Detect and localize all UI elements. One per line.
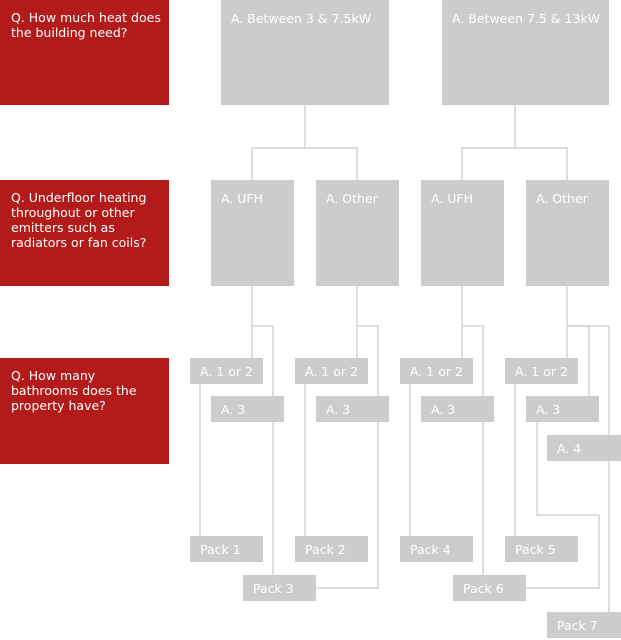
pack-1: Pack 1 [190, 536, 263, 562]
answer-bath-1or2-b: A. 1 or 2 [295, 358, 368, 384]
connector [515, 147, 568, 181]
answer-ufh-high: A. UFH [421, 180, 504, 286]
answer-other-low: A. Other [316, 180, 399, 286]
connector [462, 325, 484, 397]
question-heat: Q. How much heat does the building need? [0, 0, 169, 105]
connector [357, 325, 379, 397]
answer-ufh-low: A. UFH [211, 180, 294, 286]
answer-heat-high: A. Between 7.5 & 13kW [442, 0, 609, 105]
answer-bath-3-a: A. 3 [211, 396, 284, 422]
answer-bath-1or2-a: A. 1 or 2 [190, 358, 263, 384]
answer-bath-3-b: A. 3 [316, 396, 389, 422]
question-bathrooms: Q. How many bathrooms does the property … [0, 358, 169, 464]
connector [315, 421, 379, 589]
pack-3: Pack 3 [243, 575, 316, 601]
answer-other-high: A. Other [526, 180, 609, 286]
connector [461, 104, 516, 181]
answer-bath-3-c: A. 3 [421, 396, 494, 422]
question-emitters: Q. Underfloor heating throughout or othe… [0, 180, 169, 286]
connector [251, 104, 306, 181]
connector [252, 325, 274, 397]
pack-7: Pack 7 [547, 612, 621, 638]
answer-bath-4-d: A. 4 [547, 435, 621, 461]
answer-heat-low: A. Between 3 & 7.5kW [221, 0, 389, 105]
answer-bath-1or2-d: A. 1 or 2 [505, 358, 578, 384]
connector [525, 421, 600, 589]
pack-4: Pack 4 [400, 536, 473, 562]
answer-bath-3-d: A. 3 [526, 396, 599, 422]
pack-2: Pack 2 [295, 536, 368, 562]
pack-5: Pack 5 [505, 536, 578, 562]
connector [305, 147, 358, 181]
connector [567, 325, 610, 436]
answer-bath-1or2-c: A. 1 or 2 [400, 358, 473, 384]
pack-6: Pack 6 [453, 575, 526, 601]
